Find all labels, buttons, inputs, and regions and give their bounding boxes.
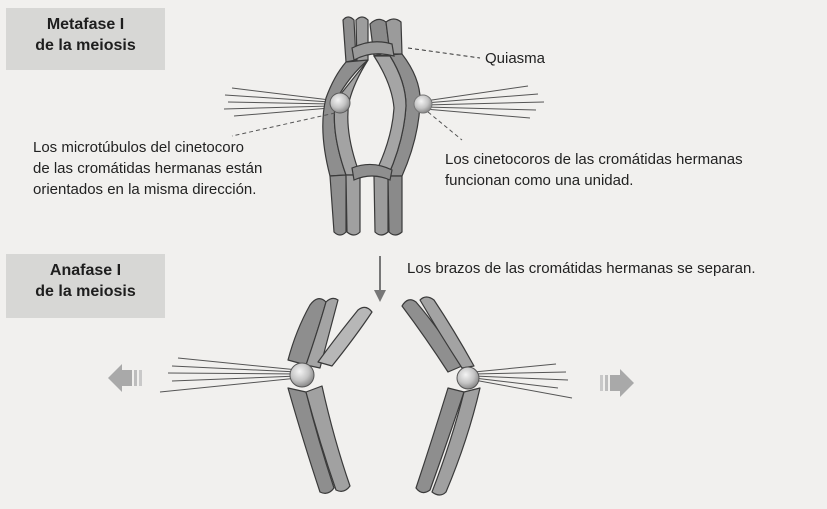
- right-arrow-icon: [600, 369, 634, 397]
- anaphase-stage-line-2: de la meiosis: [35, 283, 136, 300]
- anaphase-chromosome-right: [401, 296, 481, 496]
- kinetochore-annotation: Los cinetocoros de las cromátidas herman…: [445, 149, 743, 191]
- kinetochore-right: [413, 94, 433, 114]
- anaphase-spindle-right: [473, 363, 573, 399]
- microtubule-annotation: Los microtúbulos del cinetocoro de las c…: [33, 137, 262, 200]
- metaphase-spindle-left: [223, 87, 331, 117]
- anaphase-kinetochore-left: [289, 362, 315, 388]
- metaphase-chromosome-right: [369, 18, 421, 236]
- anaphase-spindle-left: [159, 357, 299, 393]
- metaphase-stage-line-2: de la meiosis: [35, 37, 136, 54]
- kinetochore-left: [329, 92, 351, 114]
- metaphase-spindle-right: [424, 85, 545, 119]
- quiasma-label: Quiasma: [485, 48, 545, 69]
- left-arrow-icon: [108, 364, 142, 392]
- metaphase-stage-line-1: Metafase I: [46, 16, 125, 33]
- anaphase-stage-line-1: Anafase I: [49, 262, 122, 279]
- kinetochore-annotation-line-1: Los cinetocoros de las cromátidas herman…: [445, 151, 743, 168]
- microtubule-annotation-line-2: de las cromátidas hermanas están: [33, 160, 263, 177]
- microtubule-label-leader: [231, 112, 336, 137]
- quiasma-label-text: Quiasma: [485, 50, 546, 67]
- microtubule-annotation-line-1: Los microtúbulos del cinetocoro: [33, 139, 244, 156]
- arms-separate-annotation: Los brazos de las cromátidas hermanas se…: [407, 258, 756, 279]
- kinetochore-annotation-line-2: funcionan como una unidad.: [445, 172, 634, 189]
- quiasma-leader-line: [407, 47, 481, 59]
- microtubule-annotation-line-3: orientados en la misma dirección.: [33, 181, 257, 198]
- kinetochore-label-leader: [427, 111, 463, 141]
- chiasma-crossover: [351, 41, 395, 181]
- anaphase-stage-label: Anafase I de la meiosis: [6, 254, 165, 318]
- anaphase-kinetochore-right: [456, 366, 480, 390]
- arms-separate-annotation-text: Los brazos de las cromátidas hermanas se…: [407, 260, 756, 277]
- anaphase-chromosome-left: [287, 297, 373, 494]
- metaphase-stage-label: Metafase I de la meiosis: [6, 8, 165, 70]
- down-arrow-icon: [374, 256, 386, 302]
